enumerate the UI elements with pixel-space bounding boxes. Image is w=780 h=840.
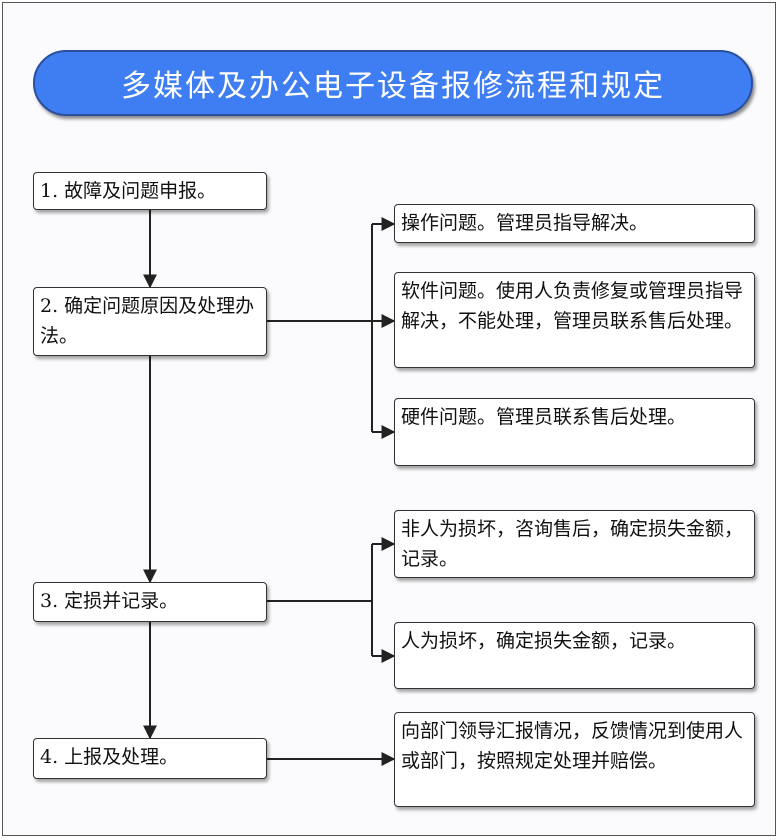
- software-problem-box: 软件问题。使用人负责修复或管理员指导解决，不能处理，管理员联系售后处理。: [394, 272, 755, 368]
- non-human-damage-box: 非人为损坏，咨询售后，确定损失金额，记录。: [394, 510, 755, 578]
- step-1-box: 1. 故障及问题申报。: [33, 172, 267, 210]
- step-2-box: 2. 确定问题原因及处理办法。: [33, 287, 267, 356]
- diagram-title: 多媒体及办公电子设备报修流程和规定: [33, 50, 753, 116]
- step-4-box: 4. 上报及处理。: [33, 738, 267, 779]
- report-box: 向部门领导汇报情况，反馈情况到使用人或部门，按照规定处理并赔偿。: [394, 712, 755, 807]
- operation-problem-box: 操作问题。管理员指导解决。: [394, 204, 755, 243]
- human-damage-box: 人为损坏，确定损失金额，记录。: [394, 622, 755, 689]
- hardware-problem-box: 硬件问题。管理员联系售后处理。: [394, 398, 755, 466]
- step-3-box: 3. 定损并记录。: [33, 582, 267, 622]
